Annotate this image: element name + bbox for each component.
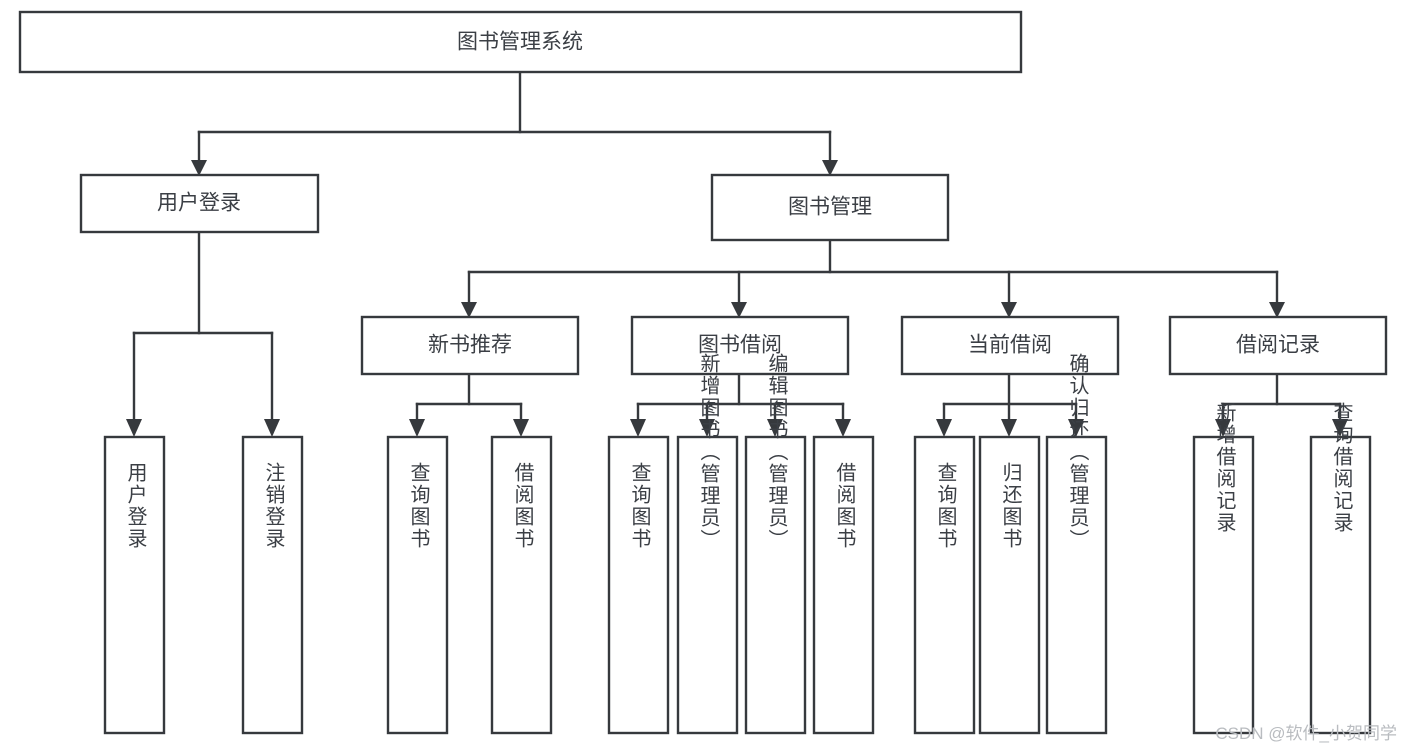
node-leaf-query-book-3[interactable]: 查询图书 xyxy=(913,435,976,735)
node-book-management-label: 图书管理 xyxy=(788,196,872,219)
arrow-head-leaf-add-book xyxy=(699,419,715,437)
arrow-head-leaf-return-book xyxy=(1001,419,1017,437)
node-leaf-edit-book[interactable]: 编辑图书（管理员） xyxy=(744,353,807,735)
node-leaf-add-record[interactable]: 新增借阅记录 xyxy=(1192,402,1255,735)
node-leaf-query-book-2[interactable]: 查询图书 xyxy=(607,435,670,735)
node-leaf-add-book[interactable]: 新增图书（管理员） xyxy=(676,353,739,735)
node-book-management-box[interactable] xyxy=(710,173,950,242)
node-user-login-label: 用户登录 xyxy=(157,192,241,215)
node-leaf-query-record[interactable]: 查询借阅记录 xyxy=(1309,402,1372,735)
node-leaf-add-record-label: 新增借阅记录 xyxy=(1213,402,1236,534)
arrow-head-new-book-recommend xyxy=(461,302,477,318)
node-leaf-borrow-book-1-box[interactable] xyxy=(490,435,553,735)
arrow-head-leaf-query-record xyxy=(1332,419,1348,437)
node-leaf-return-book-label: 归还图书 xyxy=(999,462,1022,550)
node-leaf-confirm-return-label: 确认归还（管理员） xyxy=(1066,353,1089,551)
node-leaf-add-record-box[interactable] xyxy=(1192,435,1255,735)
node-leaf-query-record-label: 查询借阅记录 xyxy=(1330,402,1353,534)
arrow-head-book-borrow xyxy=(731,302,747,318)
node-leaf-query-book-2-label: 查询图书 xyxy=(628,462,651,550)
arrow-head-leaf-borrow-book-1 xyxy=(513,419,529,437)
node-current-borrow[interactable]: 当前借阅 xyxy=(900,315,1120,376)
node-new-book-recommend-box[interactable] xyxy=(360,315,580,376)
node-borrow-record[interactable]: 借阅记录 xyxy=(1168,315,1388,376)
node-user-login[interactable]: 用户登录 xyxy=(79,173,320,234)
node-new-book-recommend-label: 新书推荐 xyxy=(428,334,512,357)
arrow-head-leaf-logout-login xyxy=(264,419,280,437)
node-leaf-borrow-book-2[interactable]: 借阅图书 xyxy=(812,435,875,735)
arrow-head-borrow-record xyxy=(1269,302,1285,318)
node-book-management[interactable]: 图书管理 xyxy=(710,173,950,242)
arrow-head-leaf-query-book-2 xyxy=(630,419,646,437)
arrow-head-leaf-add-record xyxy=(1215,419,1231,437)
node-leaf-borrow-book-1-label: 借阅图书 xyxy=(511,462,534,550)
node-new-book-recommend[interactable]: 新书推荐 xyxy=(360,315,580,376)
node-leaf-add-book-label: 新增图书（管理员） xyxy=(697,353,720,551)
connector-layer xyxy=(126,70,1348,437)
node-leaf-query-book-3-label: 查询图书 xyxy=(934,462,957,550)
node-borrow-record-label: 借阅记录 xyxy=(1236,334,1320,357)
node-book-borrow-label: 图书借阅 xyxy=(698,334,782,357)
node-borrow-record-box[interactable] xyxy=(1168,315,1388,376)
node-leaf-borrow-book-2-box[interactable] xyxy=(812,435,875,735)
arrow-head-book-management xyxy=(822,160,838,176)
node-leaf-logout-login-label: 注销登录 xyxy=(262,462,285,550)
arrow-head-leaf-edit-book xyxy=(767,419,783,437)
node-leaf-query-book-3-box[interactable] xyxy=(913,435,976,735)
node-root-label: 图书管理系统 xyxy=(457,31,583,54)
node-current-borrow-label: 当前借阅 xyxy=(968,334,1052,357)
node-leaf-return-book-box[interactable] xyxy=(978,435,1041,735)
node-book-borrow[interactable]: 图书借阅 xyxy=(630,315,850,376)
node-leaf-edit-book-box[interactable] xyxy=(744,435,807,735)
node-leaf-add-book-box[interactable] xyxy=(676,435,739,735)
arrow-head-leaf-user-login xyxy=(126,419,142,437)
node-user-login-box[interactable] xyxy=(79,173,320,234)
arrow-head-current-borrow xyxy=(1001,302,1017,318)
node-leaf-query-record-box[interactable] xyxy=(1309,435,1372,735)
node-root[interactable]: 图书管理系统 xyxy=(18,10,1023,74)
arrow-head-leaf-query-book-3 xyxy=(936,419,952,437)
node-leaf-logout-login[interactable]: 注销登录 xyxy=(241,435,304,735)
node-leaf-user-login[interactable]: 用户登录 xyxy=(103,435,166,735)
node-leaf-return-book[interactable]: 归还图书 xyxy=(978,435,1041,735)
node-leaf-confirm-return[interactable]: 确认归还（管理员） xyxy=(1045,353,1108,735)
node-leaf-query-book-1[interactable]: 查询图书 xyxy=(386,435,449,735)
node-leaf-logout-login-box[interactable] xyxy=(241,435,304,735)
node-leaf-edit-book-label: 编辑图书（管理员） xyxy=(765,353,788,551)
node-leaf-query-book-1-box[interactable] xyxy=(386,435,449,735)
node-root-box[interactable] xyxy=(18,10,1023,74)
arrow-head-leaf-borrow-book-2 xyxy=(835,419,851,437)
arrow-head-user-login xyxy=(191,160,207,176)
arrow-head-leaf-query-book-1 xyxy=(409,419,425,437)
node-leaf-confirm-return-box[interactable] xyxy=(1045,435,1108,735)
arrow-head-leaf-confirm-return xyxy=(1068,419,1084,437)
node-leaf-query-book-1-label: 查询图书 xyxy=(407,462,430,550)
node-leaf-borrow-book-2-label: 借阅图书 xyxy=(833,462,856,550)
node-leaf-query-book-2-box[interactable] xyxy=(607,435,670,735)
node-book-borrow-box[interactable] xyxy=(630,315,850,376)
node-leaf-borrow-book-1[interactable]: 借阅图书 xyxy=(490,435,553,735)
node-current-borrow-box[interactable] xyxy=(900,315,1120,376)
node-leaf-user-login-label: 用户登录 xyxy=(124,462,147,550)
node-leaf-user-login-box[interactable] xyxy=(103,435,166,735)
